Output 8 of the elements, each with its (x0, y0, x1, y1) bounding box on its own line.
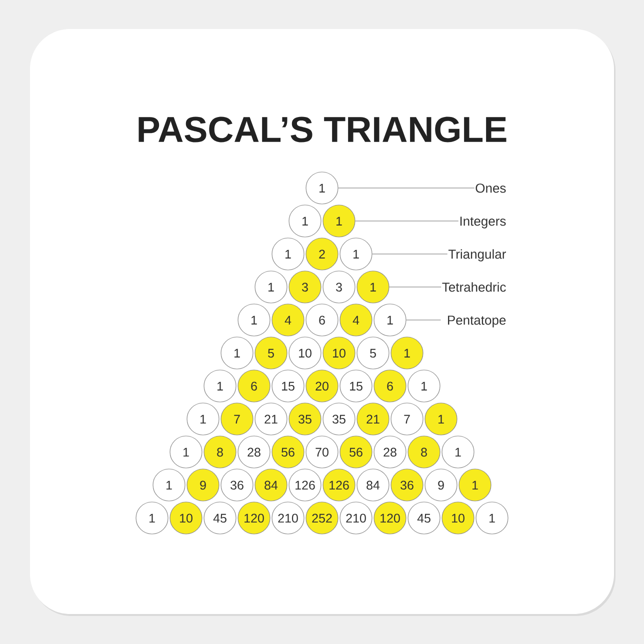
diagonal-label: Triangular (448, 249, 506, 262)
diagonal-label: Ones (476, 184, 506, 193)
leader-line (389, 286, 442, 288)
leader-line (355, 220, 459, 222)
diagonal-label: Tetrahedric (442, 282, 506, 292)
title: PASCAL’S TRIANGLE (138, 116, 506, 142)
diagonal-label: Integers (460, 216, 506, 228)
diagonal-label: Pentatope (448, 316, 506, 328)
